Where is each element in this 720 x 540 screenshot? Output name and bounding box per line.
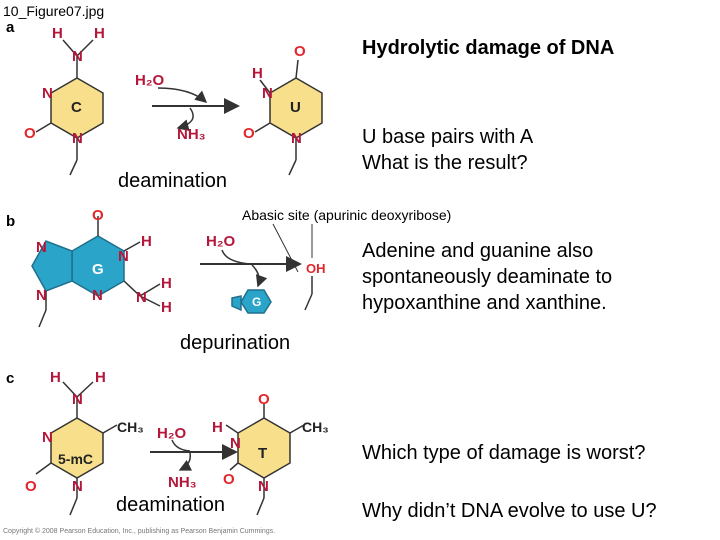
file-label: 10_Figure07.jpg (3, 3, 105, 19)
panel-b-note-line1: Adenine and guanine also (362, 240, 594, 262)
atom-o: O (294, 43, 306, 60)
atom-h: H (95, 369, 106, 386)
panel-a-note-line1: U base pairs with A (362, 126, 534, 148)
question-why-not-u: Why didn’t DNA evolve to use U? (362, 500, 657, 522)
atom-n: N (36, 239, 47, 256)
atom-n: N (42, 85, 53, 102)
atom-n: N (136, 289, 147, 306)
atom-o: O (258, 391, 270, 408)
panel-b-caption: depurination (180, 332, 291, 354)
methyl-group: CH₃ (302, 419, 329, 435)
deamination-arrow-a: H₂O NH₃ (135, 72, 240, 143)
guanine-molecule: O N H N N N N H H G (31, 207, 172, 328)
water-reagent: H₂O (206, 233, 235, 250)
panel-c-caption: deamination (116, 494, 225, 516)
atom-o: O (25, 478, 37, 495)
uracil-molecule: O H N O N U (243, 43, 323, 176)
panel-letter-a: a (6, 19, 15, 36)
atom-o: O (92, 207, 104, 224)
panel-letter-b: b (6, 213, 15, 230)
abasic-site: OH (272, 223, 326, 311)
atom-n: N (262, 85, 273, 102)
panel-b-note: Adenine and guanine also spontaneously d… (362, 238, 612, 316)
panel-a-note-line2: What is the result? (362, 152, 528, 174)
atom-n: N (72, 48, 83, 65)
atom-h: H (50, 369, 61, 386)
atom-h: H (161, 299, 172, 316)
uracil-label: U (290, 99, 301, 116)
thymine-molecule: O H N CH₃ O N T (212, 391, 329, 516)
hydroxyl-group: OH (306, 261, 326, 276)
methylcytosine-label: 5-mC (58, 451, 93, 467)
atom-n: N (42, 429, 53, 446)
guanine-label: G (92, 261, 104, 278)
atom-n: N (72, 130, 83, 147)
water-reagent: H₂O (157, 425, 186, 442)
thymine-label: T (258, 445, 267, 462)
released-guanine-label: G (252, 295, 261, 309)
panel-b-note-line2: spontaneously deaminate to (362, 266, 613, 288)
atom-n: N (230, 435, 241, 452)
deamination-arrow-c: H₂O NH₃ (150, 425, 238, 491)
panel-a-note: U base pairs with A What is the result? (362, 124, 533, 176)
atom-h: H (94, 25, 105, 42)
atom-h: H (161, 275, 172, 292)
copyright-notice: Copyright © 2008 Pearson Education, Inc.… (3, 528, 276, 535)
atom-n: N (72, 478, 83, 495)
panel-b-note-line3: hypoxanthine and xanthine. (362, 292, 607, 314)
panel-a-caption: deamination (118, 170, 227, 192)
atom-n: N (291, 130, 302, 147)
methylcytosine-molecule: H H N N CH₃ O N 5-mC (25, 369, 144, 516)
ammonia-byproduct: NH₃ (168, 474, 197, 491)
question-worst-damage: Which type of damage is worst? (362, 442, 646, 464)
water-reagent: H₂O (135, 72, 164, 89)
atom-h: H (212, 419, 223, 436)
released-guanine-ring (231, 295, 242, 312)
atom-n: N (72, 391, 83, 408)
ammonia-byproduct: NH₃ (177, 126, 206, 143)
abasic-site-label: Abasic site (apurinic deoxyribose) (242, 207, 452, 223)
cytosine-molecule: H H N N O N C (24, 25, 105, 176)
methyl-group: CH₃ (117, 419, 144, 435)
panel-letter-c: c (6, 370, 14, 387)
atom-n: N (92, 287, 103, 304)
atom-o: O (223, 471, 235, 488)
slide-title: Hydrolytic damage of DNA (362, 37, 615, 59)
depurination-arrow: H₂O G (200, 233, 302, 314)
atom-h: H (252, 65, 263, 82)
atom-n: N (258, 478, 269, 495)
atom-h: H (141, 233, 152, 250)
atom-o: O (243, 125, 255, 142)
atom-o: O (24, 125, 36, 142)
atom-n: N (36, 287, 47, 304)
cytosine-label: C (71, 99, 82, 116)
atom-n: N (118, 248, 129, 265)
atom-h: H (52, 25, 63, 42)
